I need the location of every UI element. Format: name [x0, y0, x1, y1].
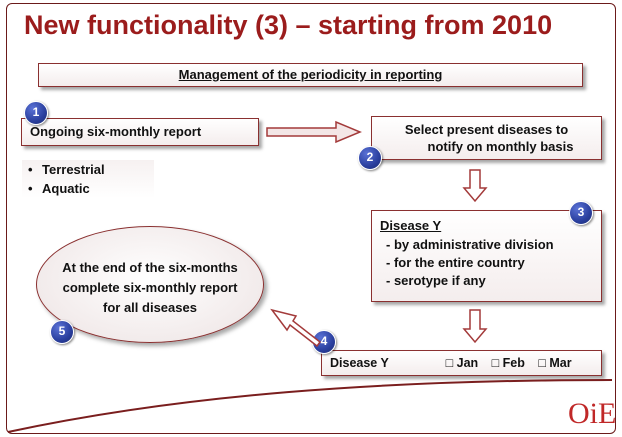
step4-box: Disease Y □ Jan □ Feb □ Mar [321, 350, 602, 376]
bottom-curve-decoration [7, 379, 613, 433]
step5-badge: 5 [50, 320, 74, 344]
arrow-down-icon [462, 309, 488, 344]
step2-badge: 2 [358, 146, 382, 170]
step1-label: Ongoing six-monthly report [30, 124, 202, 139]
arrow-down-icon [462, 169, 488, 203]
section-header: Management of the periodicity in reporti… [38, 63, 583, 87]
bullet-text: Terrestrial [42, 162, 105, 177]
arrow-up-left-icon [270, 308, 322, 348]
step5-line3: for all diseases [103, 300, 197, 315]
svg-text:OiE: OiE [568, 397, 616, 430]
bullet-list: • Terrestrial • Aquatic [22, 160, 154, 198]
bullet-dot-icon: • [28, 181, 33, 196]
arrow-right-icon [266, 120, 362, 144]
step3-item: - by administrative division [386, 237, 554, 252]
step3-badge: 3 [569, 201, 593, 225]
bullet-item: • Aquatic [22, 179, 154, 198]
step3-item: - serotype if any [386, 273, 486, 288]
bullet-text: Aquatic [42, 181, 90, 196]
step2-box: Select present diseases to notify on mon… [371, 116, 602, 160]
slide-title: New functionality (3) – starting from 20… [24, 10, 553, 40]
step5-line2: complete six-monthly report [62, 280, 238, 295]
bullet-dot-icon: • [28, 162, 33, 177]
step5-ellipse [36, 226, 264, 343]
step2-line2: notify on monthly basis [427, 139, 574, 154]
step5-text: At the end of the six-months complete si… [36, 258, 264, 318]
oie-logo: OiE [568, 397, 616, 430]
slide-frame [6, 3, 616, 434]
step1-box: Ongoing six-monthly report [21, 118, 259, 146]
bullet-item: • Terrestrial [22, 160, 154, 179]
step4-label: Disease Y [330, 356, 389, 370]
month-feb: □ Feb [491, 356, 525, 370]
step3-item: - for the entire country [386, 255, 525, 270]
step5-line1: At the end of the six-months [62, 260, 238, 275]
month-jan: □ Jan [445, 356, 479, 370]
step3-box: Disease Y - by administrative division -… [371, 210, 602, 302]
step1-badge: 1 [24, 101, 48, 125]
step2-line1: Select present diseases to [404, 122, 569, 137]
step3-title: Disease Y [380, 218, 442, 233]
month-mar: □ Mar [538, 356, 572, 370]
